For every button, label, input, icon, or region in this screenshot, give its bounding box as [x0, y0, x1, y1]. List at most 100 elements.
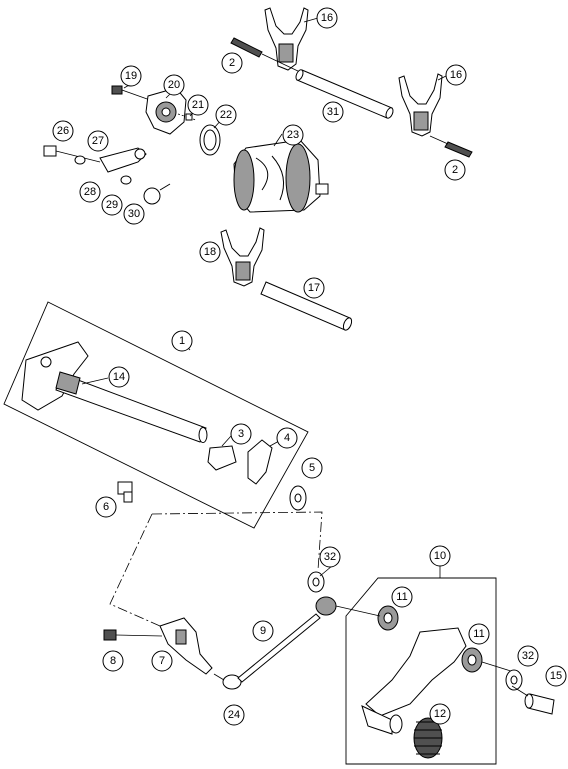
shift-shaft-bolt-19	[111, 85, 151, 101]
linkage-rod-9	[237, 596, 337, 683]
shift-lever-arm-10	[361, 627, 467, 735]
callout-16-lower: 16	[445, 64, 467, 86]
callout-21: 21	[187, 94, 209, 116]
callout-30: 30	[123, 203, 145, 225]
callout-16-upper: 16	[316, 7, 338, 29]
svg-text:28: 28	[84, 186, 96, 198]
leader-lines	[81, 17, 529, 697]
spring-lower-right	[429, 135, 473, 158]
callout-2-upper: 2	[221, 52, 243, 74]
svg-text:19: 19	[125, 70, 137, 82]
callout-11-lower: 11	[468, 623, 490, 645]
svg-text:1: 1	[179, 335, 185, 347]
callout-27: 27	[87, 130, 109, 152]
svg-text:9: 9	[260, 625, 266, 637]
svg-text:27: 27	[92, 135, 104, 147]
svg-text:31: 31	[327, 106, 339, 118]
svg-text:23: 23	[287, 129, 299, 141]
washer-5	[289, 485, 307, 511]
svg-text:24: 24	[228, 709, 240, 721]
clip-4	[247, 439, 273, 485]
callout-24: 24	[223, 704, 245, 726]
svg-text:16: 16	[321, 12, 333, 24]
callout-17: 17	[303, 277, 325, 299]
callout-19: 19	[120, 65, 142, 87]
svg-text:30: 30	[128, 208, 140, 220]
shift-shaft-assembly-frame	[3, 301, 309, 529]
bolt-15	[524, 693, 555, 715]
svg-text:7: 7	[159, 655, 165, 667]
callout-3: 3	[230, 423, 252, 445]
shift-fork-18	[220, 227, 265, 287]
svg-text:29: 29	[106, 199, 118, 211]
svg-text:21: 21	[192, 99, 204, 111]
callout-6: 6	[95, 496, 117, 518]
callout-23: 23	[282, 124, 304, 146]
svg-text:3: 3	[238, 428, 244, 440]
svg-text:4: 4	[284, 432, 290, 444]
svg-text:12: 12	[434, 708, 446, 720]
gear-segment-14	[55, 371, 81, 395]
assembly-line-dashdot	[109, 511, 323, 627]
fork-shaft-17	[260, 281, 353, 331]
svg-text:32: 32	[324, 551, 336, 563]
svg-text:11: 11	[473, 628, 484, 640]
shift-fork-upper-left	[264, 7, 309, 71]
callout-7: 7	[151, 650, 173, 672]
callout-12: 12	[429, 703, 451, 725]
bearing-11-lower	[461, 647, 515, 673]
shift-drum-23	[233, 139, 329, 213]
callout-18: 18	[199, 241, 221, 263]
washer-29	[120, 175, 132, 185]
fork-shaft-31	[295, 69, 394, 119]
footrest-rubber-12	[413, 717, 443, 759]
svg-text:20: 20	[168, 79, 180, 91]
pin-21	[177, 113, 197, 121]
svg-text:8: 8	[110, 655, 116, 667]
svg-text:16: 16	[450, 69, 462, 81]
callout-2-lower: 2	[444, 159, 466, 181]
callout-29: 29	[101, 194, 123, 216]
svg-text:32: 32	[522, 650, 534, 662]
washer-22	[199, 124, 221, 156]
callout-15: 15	[545, 665, 567, 687]
washer-27	[74, 155, 86, 165]
callout-1: 1	[171, 330, 193, 352]
svg-text:5: 5	[309, 462, 315, 474]
svg-text:26: 26	[57, 125, 69, 137]
svg-text:6: 6	[103, 501, 109, 513]
callout-32-upper: 32	[319, 546, 341, 568]
nut-8	[103, 629, 163, 641]
washer-32-lower	[505, 669, 523, 691]
callout-26: 26	[52, 120, 74, 142]
callout-32-lower: 32	[517, 645, 539, 667]
callout-14: 14	[108, 366, 130, 388]
callout-31: 31	[322, 101, 344, 123]
washer-32-upper	[307, 571, 325, 593]
callout-5: 5	[301, 457, 323, 479]
svg-text:22: 22	[220, 109, 232, 121]
svg-text:14: 14	[113, 371, 125, 383]
callout-8: 8	[102, 650, 124, 672]
svg-text:10: 10	[434, 550, 446, 562]
svg-text:2: 2	[229, 57, 235, 69]
callout-11-upper: 11	[391, 586, 413, 608]
svg-text:2: 2	[452, 164, 458, 176]
callout-9: 9	[252, 620, 274, 642]
callout-28: 28	[79, 181, 101, 203]
svg-text:15: 15	[550, 670, 562, 682]
callout-20: 20	[163, 74, 185, 96]
spring-30	[143, 183, 171, 205]
callout-10: 10	[429, 545, 451, 567]
shift-fork-upper-right	[398, 73, 443, 137]
lever-28	[99, 147, 147, 173]
svg-text:17: 17	[308, 282, 320, 294]
shift-lever-20	[145, 87, 187, 135]
svg-text:11: 11	[396, 591, 407, 603]
bearing-11-upper	[335, 605, 399, 631]
spring-3	[207, 445, 237, 471]
svg-text:18: 18	[204, 246, 216, 258]
callout-4: 4	[276, 427, 298, 449]
shift-shaft-assembly	[21, 341, 208, 443]
